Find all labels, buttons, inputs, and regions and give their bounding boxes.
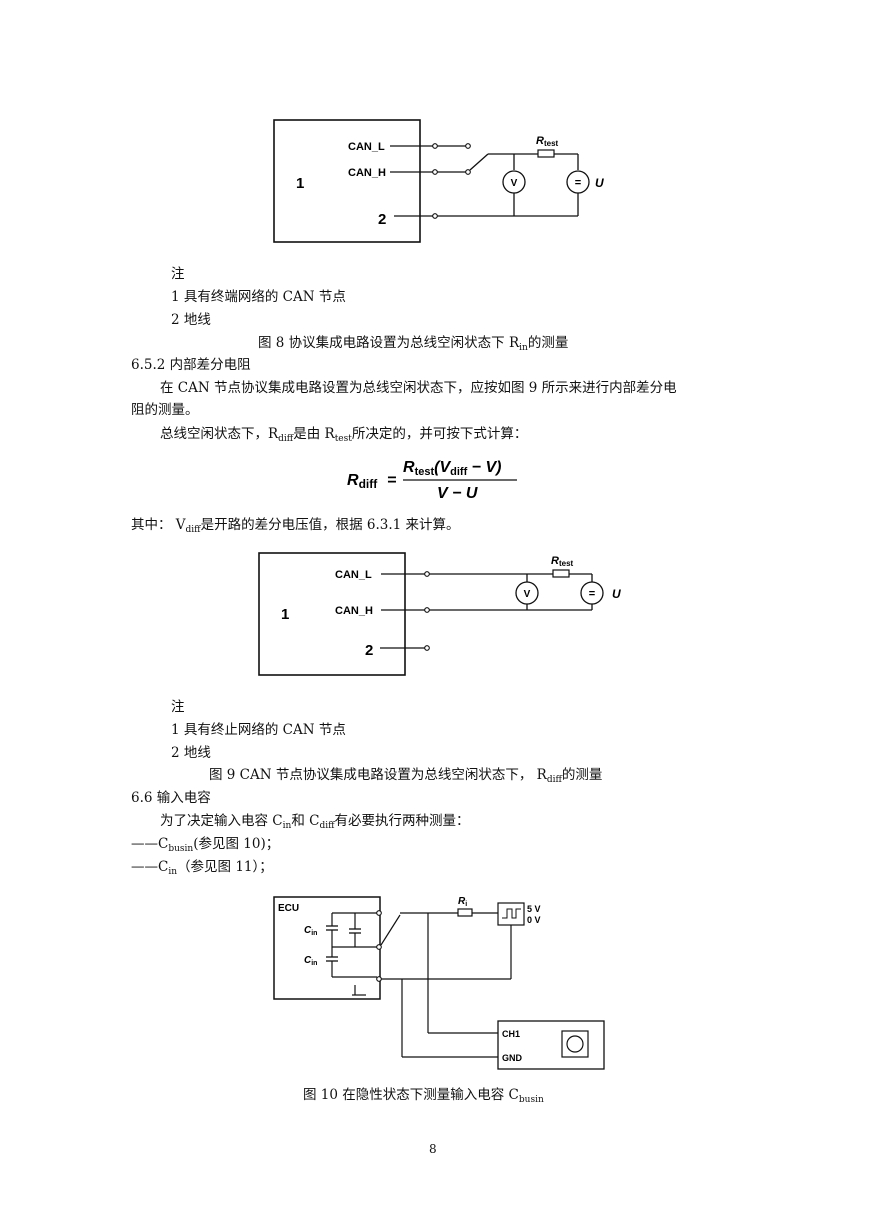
section-652-heading: 6.5.2 内部差分电阻 xyxy=(131,357,251,373)
fig10-square-wave-icon xyxy=(502,908,521,919)
fig8-switch xyxy=(469,153,489,171)
section-66-heading: 6.6 输入电容 xyxy=(131,790,211,806)
fig8-can-l-label: CAN_L xyxy=(348,141,385,153)
fig10-resistor xyxy=(457,908,473,917)
fig8-can-h-label: CAN_H xyxy=(348,167,386,179)
fig8-source-label: U xyxy=(595,176,604,190)
fig10-ecu-label: ECU xyxy=(278,903,299,914)
fig8-resistor-label: Rtest xyxy=(536,135,559,148)
section-652-para1-line1: 在 CAN 节点协议集成电路设置为总线空闲状态下，应按如图 9 所示来进行内部差… xyxy=(160,380,677,396)
fig9-source-symbol: = xyxy=(589,588,595,600)
svg-text:Rdiff: Rdiff xyxy=(347,472,378,491)
section-652-para1-line2: 阻的测量。 xyxy=(131,402,199,418)
fig9-node-box xyxy=(258,552,406,676)
fig8-diagram: 1 CAN_L CAN_H 2 Rtest V = U xyxy=(273,119,604,243)
svg-text:V − U: V − U xyxy=(437,485,478,502)
section-66-item1: ——Cbusin(参见图 10)； xyxy=(131,836,280,854)
fig8-note-1: 1 具有终端网络的 CAN 节点 xyxy=(171,289,346,305)
svg-text:Rtest(Vdiff − V): Rtest(Vdiff − V) xyxy=(403,459,501,478)
fig9-can-h-label: CAN_H xyxy=(335,605,373,617)
fig10-cin1-label: Cin xyxy=(304,925,317,937)
fig10-diagram: ECU Cin Cin Ri 5 V 0 V CH1 GND xyxy=(273,896,605,1070)
fig9-caption: 图 9 CAN 节点协议集成电路设置为总线空闲状态下， Rdiff的测量 xyxy=(209,767,603,785)
section-652-para2: 总线空闲状态下，Rdiff是由 Rtest所决定的，并可按下式计算： xyxy=(160,426,528,444)
fig9-diagram: 1 CAN_L CAN_H 2 Rtest V = U xyxy=(258,552,621,676)
fig8-voltmeter-symbol: V xyxy=(511,178,518,189)
fig10-cin2-label: Cin xyxy=(304,955,317,967)
fig9-note-1: 1 具有终止网络的 CAN 节点 xyxy=(171,722,346,738)
fig10-ch1-label: CH1 xyxy=(502,1029,520,1039)
fig10-switch xyxy=(380,914,401,946)
rdiff-formula: Rdiff = Rtest(Vdiff − V) V − U xyxy=(347,459,517,502)
fig10-0v-label: 0 V xyxy=(527,915,541,925)
fig9-note-title: 注 xyxy=(171,699,185,715)
fig8-block-number: 1 xyxy=(296,175,304,192)
fig10-gnd-label: GND xyxy=(502,1053,523,1063)
fig9-voltmeter-symbol: V xyxy=(524,589,531,600)
fig10-resistor-label: Ri xyxy=(458,896,467,908)
fig9-block-number: 1 xyxy=(281,606,289,623)
fig10-caption: 图 10 在隐性状态下测量输入电容 Cbusin xyxy=(303,1087,544,1105)
fig8-note-title: 注 xyxy=(171,266,185,282)
fig8-ground-number: 2 xyxy=(378,211,386,228)
fig8-caption: 图 8 协议集成电路设置为总线空闲状态下 Rin的测量 xyxy=(258,335,569,353)
fig9-resistor xyxy=(552,569,570,578)
fig8-node-box xyxy=(273,119,421,243)
fig9-source-label: U xyxy=(612,587,621,601)
section-66-line1: 为了决定输入电容 Cin和 Cdiff有必要执行两种测量： xyxy=(160,813,470,831)
section-652-where: 其中： Vdiff是开路的差分电压值，根据 6.3.1 来计算。 xyxy=(131,517,460,535)
fig9-note-2: 2 地线 xyxy=(171,745,211,761)
svg-text:=: = xyxy=(387,472,396,489)
fig8-resistor xyxy=(537,149,555,158)
fig10-5v-label: 5 V xyxy=(527,904,541,914)
page-number: 8 xyxy=(429,1142,437,1156)
fig8-note-2: 2 地线 xyxy=(171,312,211,328)
fig8-source-symbol: = xyxy=(575,177,581,189)
fig10-scope-knob-icon xyxy=(566,1035,584,1053)
fig9-can-l-label: CAN_L xyxy=(335,569,372,581)
section-66-item2: ——Cin（参见图 11）； xyxy=(131,859,273,877)
fig10-pulse-generator xyxy=(497,902,525,926)
fig9-resistor-label: Rtest xyxy=(551,555,574,568)
fig9-ground-number: 2 xyxy=(365,642,373,659)
